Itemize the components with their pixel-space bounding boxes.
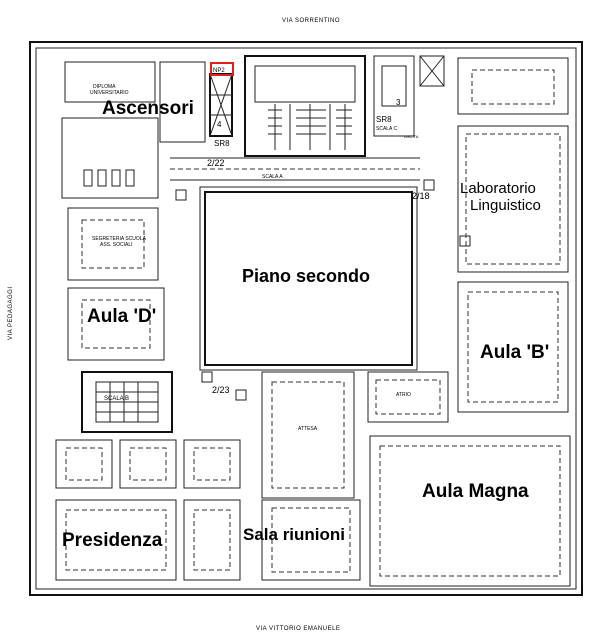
label-piano-secondo: Piano secondo [242,266,370,286]
room-diploma [64,61,156,103]
room-aula-magna [369,435,571,587]
street-north: VIA SORRENTINO [282,18,340,24]
np2-marker-box [210,62,234,76]
door-2-23: 2/23 [212,385,230,395]
room-aula-d [67,287,165,361]
label-presidenza: Presidenza [62,530,163,551]
marker-sr8-left: SR8 [214,139,230,148]
marker-num-3: 3 [396,98,401,107]
label-aula-b: Aula 'B' [480,342,549,363]
label-atrio: ATRIO [396,392,411,398]
room-segreteria [67,207,159,281]
room-aula-b [457,281,569,413]
room-top-right [457,57,569,115]
marker-num-4: 4 [217,120,222,129]
label-laboratorio-2: Linguistico [470,197,541,214]
street-west: VIA PEDAGAGGI [8,286,14,340]
label-scala-a: SCALA A [262,174,283,180]
label-laboratorio-1: Laboratorio [460,180,536,197]
label-aula-magna: Aula Magna [422,481,529,502]
outer-wall-inner [35,47,577,590]
outer-wall [29,41,583,596]
scala-c-block [373,55,415,137]
room-presidenza [55,499,177,581]
room-atrio [367,371,449,423]
courtyard-outline [199,186,418,371]
label-ascensori: Ascensori [102,98,194,119]
label-segreteria-2: ASS. SOCIALI [100,242,133,248]
label-attesa: ATTESA [298,426,318,432]
room-scala-b [81,371,173,433]
room-top-left-2 [159,61,206,143]
room-attesa [261,371,355,499]
marker-sr8-right: SR8 [376,115,392,124]
label-diploma-1: DIPLOMA [93,84,116,90]
label-diploma-2: UNIVERSITARIO [90,90,129,96]
courtyard [204,191,413,366]
room-wc-block [61,117,159,199]
label-aula-d: Aula 'D' [87,306,156,327]
label-segreteria-1: SEGRETERIA SCUOLA [92,236,147,242]
label-scala-b: SCALA B [104,396,129,402]
door-2-22: 2/22 [207,158,225,168]
room-top-center [244,55,366,157]
label-scala-c: SCALA C [376,126,398,132]
door-2-18: 2/18 [412,191,430,201]
marker-np2: NP2 [213,68,225,74]
label-uscita: USCITA [404,134,419,139]
label-sala-riunioni: Sala riunioni [243,525,345,544]
room-laboratorio [457,125,569,273]
street-south: VIA VITTORIO EMANUELE [256,626,340,632]
room-sala-riunioni [261,499,361,581]
